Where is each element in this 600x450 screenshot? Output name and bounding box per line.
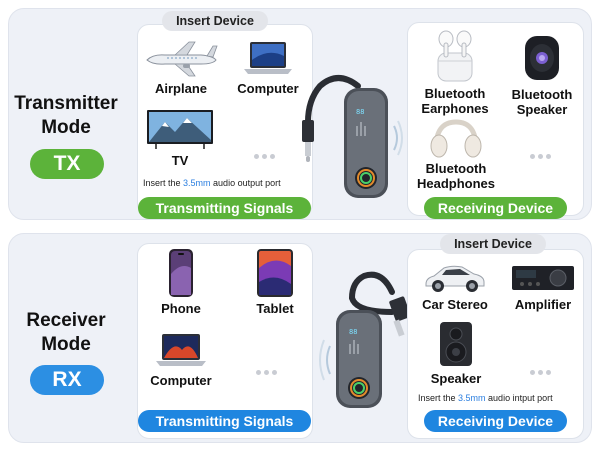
tx-computer-item: Computer [228,38,308,96]
amplifier-icon [512,266,574,290]
rx-receiving-device-pill: Receiving Device [424,410,567,432]
speaker-icon [525,36,559,80]
rx-computer-label: Computer [150,373,212,388]
phone-icon [169,249,193,297]
rx-insert-device-tag: Insert Device [440,234,546,254]
car-stereo-label: Car Stereo [422,297,488,312]
tx-insert-device-tag: Insert Device [162,11,268,31]
amplifier-label: Amplifier [514,297,572,312]
tx-computer-label: Computer [237,81,299,96]
laptop-icon [244,42,292,74]
bt-headphones-item: Bluetooth Headphones [410,118,502,191]
phone-item: Phone [148,248,214,316]
receiver-mode-title: Receiver Mode [26,310,106,355]
rx-computer-item: Computer [142,330,220,388]
bt-speaker-item: Bluetooth Speaker [502,32,582,117]
rx-output-more-dots [530,362,556,375]
bt-headphones-label: Bluetooth Headphones [416,161,495,191]
headphones-icon [430,119,482,158]
airplane-item: Airplane [142,38,220,96]
rx-badge: RX [30,365,104,395]
airplane-icon [146,41,218,77]
studio-speaker-icon [440,322,472,366]
transmitter-mode-title: Transmitter Mode [14,93,118,138]
rx-insert-note: Insert the 3.5mm audio intput port [418,393,553,403]
tx-badge: TX [30,149,104,179]
tx-source-more-dots [254,146,280,159]
tx-adapter-device: 88 [302,75,403,198]
bt-earphones-label: Bluetooth Earphones [421,86,489,116]
phone-label: Phone [161,301,201,316]
tx-receiving-device-pill: Receiving Device [424,197,567,219]
car-stereo-item: Car Stereo [412,262,498,312]
bt-speaker-label: Bluetooth Speaker [511,87,573,117]
tablet-icon [257,249,293,297]
bt-earphones-item: Bluetooth Earphones [412,27,498,116]
svg-text:88: 88 [356,108,364,116]
tablet-item: Tablet [240,248,310,316]
amplifier-item: Amplifier [504,262,582,312]
rx-transmitting-signals-pill: Transmitting Signals [138,410,311,432]
laptop-icon [156,334,206,366]
airplane-label: Airplane [154,81,207,96]
earbuds-icon [437,30,473,82]
tablet-label: Tablet [256,301,294,316]
tx-transmitting-signals-pill: Transmitting Signals [138,197,311,219]
tv-item: TV [144,108,216,168]
car-icon [425,265,485,292]
tv-icon [147,110,213,149]
tv-label: TV [171,153,189,168]
tx-insert-note: Insert the 3.5mm audio output port [143,178,281,188]
speaker-label: Speaker [430,371,482,386]
speaker-item: Speaker [418,320,494,386]
svg-text:88: 88 [349,328,357,336]
tx-receiver-more-dots [530,146,556,159]
rx-source-more-dots [256,362,282,375]
